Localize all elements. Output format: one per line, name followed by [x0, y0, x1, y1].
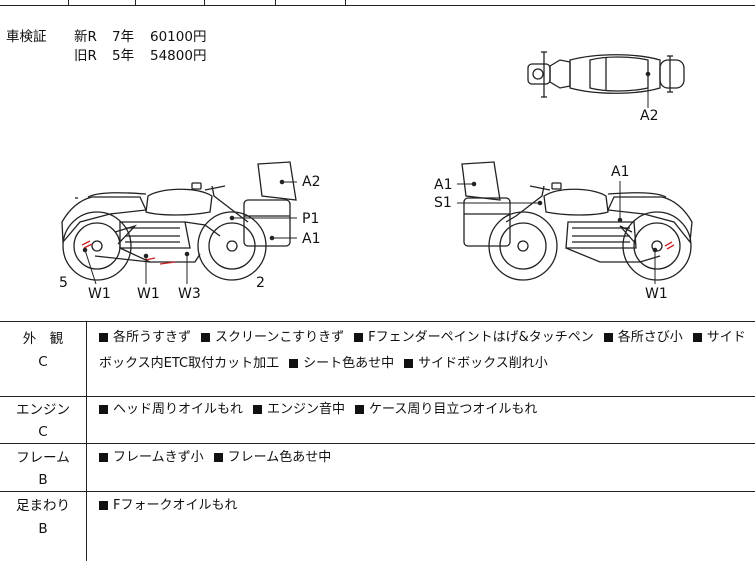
motorcycle-left-side-view — [61, 161, 297, 281]
motorcycle-top-view — [527, 51, 685, 98]
exterior-grade: C — [38, 354, 48, 370]
top-row-bottom-border — [0, 5, 755, 6]
top-col-divider-3 — [204, 0, 205, 5]
exterior-note: Fフェンダーペイントはげ&タッチペン — [368, 330, 594, 345]
exterior-bottom-border — [0, 396, 755, 397]
motorcycle-right-side-view — [461, 161, 693, 281]
old-r-label: 旧R — [74, 48, 97, 64]
engine-bottom-border — [0, 443, 755, 444]
new-r-label: 新R — [74, 29, 97, 45]
label-right-w1: W1 — [645, 286, 668, 302]
frame-grade: B — [38, 472, 48, 488]
label-left-2: 2 — [256, 275, 265, 291]
suspension-grade: B — [38, 521, 48, 537]
engine-note: ケース周り目立つオイルもれ — [369, 402, 538, 417]
engine-notes: ヘッド周りオイルもれ エンジン音中 ケース周り目立つオイルもれ — [99, 397, 749, 423]
old-r-price: 54800円 — [150, 48, 207, 64]
label-column-divider — [86, 321, 87, 561]
engine-note: エンジン音中 — [267, 402, 346, 417]
exterior-title: 外 観 — [22, 331, 64, 347]
frame-title: フレーム — [16, 450, 70, 466]
frame-bottom-border — [0, 491, 755, 492]
frame-notes: フレームきず小 フレーム色あせ中 — [99, 445, 749, 471]
label-top-a2: A2 — [640, 108, 659, 124]
new-r-years: 7年 — [112, 29, 135, 45]
exterior-note: 各所さび小 — [617, 330, 683, 345]
suspension-notes: Fフォークオイルもれ — [99, 493, 749, 519]
frame-note: フレーム色あせ中 — [227, 450, 332, 465]
new-r-price: 60100円 — [150, 29, 207, 45]
suspension-title: 足まわり — [16, 498, 70, 514]
top-col-divider-4 — [275, 0, 276, 5]
engine-note: ヘッド周りオイルもれ — [113, 402, 244, 417]
label-left-w1-mid: W1 — [137, 286, 160, 302]
top-col-divider-5 — [345, 0, 346, 5]
label-right-a1-box: A1 — [434, 177, 453, 193]
diagram-bottom-border — [0, 321, 755, 322]
label-left-5: 5 — [59, 275, 68, 291]
label-right-a1-tank: A1 — [611, 164, 630, 180]
inspection-label: 車検証 — [6, 29, 47, 45]
label-left-a1: A1 — [302, 231, 321, 247]
old-r-years: 5年 — [112, 48, 135, 64]
label-left-a2: A2 — [302, 174, 321, 190]
motorcycle-condition-diagram — [61, 51, 693, 285]
frame-note: フレームきず小 — [113, 450, 204, 465]
top-col-divider-2 — [135, 0, 136, 5]
top-col-divider-1 — [68, 0, 69, 5]
exterior-note: サイドボックス内ETC取付カット加工 — [99, 330, 746, 371]
exterior-note: 各所うすきず — [113, 330, 192, 345]
exterior-note: シート色あせ中 — [303, 356, 395, 371]
exterior-note: スクリーンこすりきず — [215, 330, 345, 345]
engine-grade: C — [38, 424, 48, 440]
label-right-s1: S1 — [434, 195, 452, 211]
diagram-leader-lines — [82, 71, 658, 285]
label-left-p1: P1 — [302, 211, 320, 227]
exterior-note: サイドボックス削れ小 — [418, 356, 548, 371]
engine-title: エンジン — [16, 402, 70, 418]
label-left-w3: W3 — [178, 286, 201, 302]
label-left-w1-rear: W1 — [88, 286, 111, 302]
suspension-note: Fフォークオイルもれ — [113, 498, 238, 513]
